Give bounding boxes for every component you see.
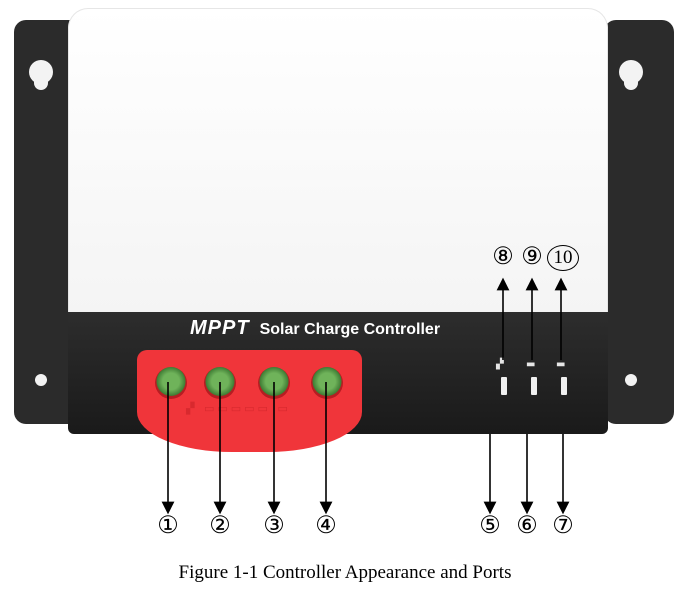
- controller-top-cover: [68, 8, 608, 320]
- battery-indicator-icon: ▬: [526, 359, 536, 370]
- brand-product: Solar Charge Controller: [259, 321, 441, 338]
- callout-2: ②: [209, 513, 231, 539]
- callout-9: ⑨: [521, 244, 543, 270]
- callout-3: ③: [263, 513, 285, 539]
- keyhole-slot: [29, 60, 53, 90]
- callout-5: ⑤: [479, 513, 501, 539]
- battery-indicator-led: [531, 377, 537, 395]
- terminal-1: [155, 367, 187, 399]
- terminal-4: [311, 367, 343, 399]
- load-indicator-led: [561, 377, 567, 395]
- callout-1: ①: [157, 513, 179, 539]
- mounting-hole: [625, 374, 637, 386]
- solar-panel-icon: ▞: [186, 402, 198, 415]
- figure-caption: Figure 1-1 Controller Appearance and Por…: [178, 562, 512, 583]
- right-mounting-bracket: [604, 20, 674, 424]
- load-icon: ▭: [277, 402, 291, 415]
- callout-6: ⑥: [516, 513, 538, 539]
- callout-7: ⑦: [552, 513, 574, 539]
- callout-4: ④: [315, 513, 337, 539]
- load-indicator-icon: ▬: [556, 359, 566, 370]
- callout-10: 10: [547, 245, 579, 271]
- solar-indicator-icon: ▞: [496, 359, 504, 370]
- keyhole-slot: [619, 60, 643, 90]
- brand-label: MPPT Solar Charge Controller: [190, 317, 440, 340]
- solar-indicator-led: [501, 377, 507, 395]
- mounting-hole: [35, 374, 47, 386]
- callout-8: ⑧: [492, 244, 514, 270]
- brand-mppt: MPPT: [190, 317, 250, 339]
